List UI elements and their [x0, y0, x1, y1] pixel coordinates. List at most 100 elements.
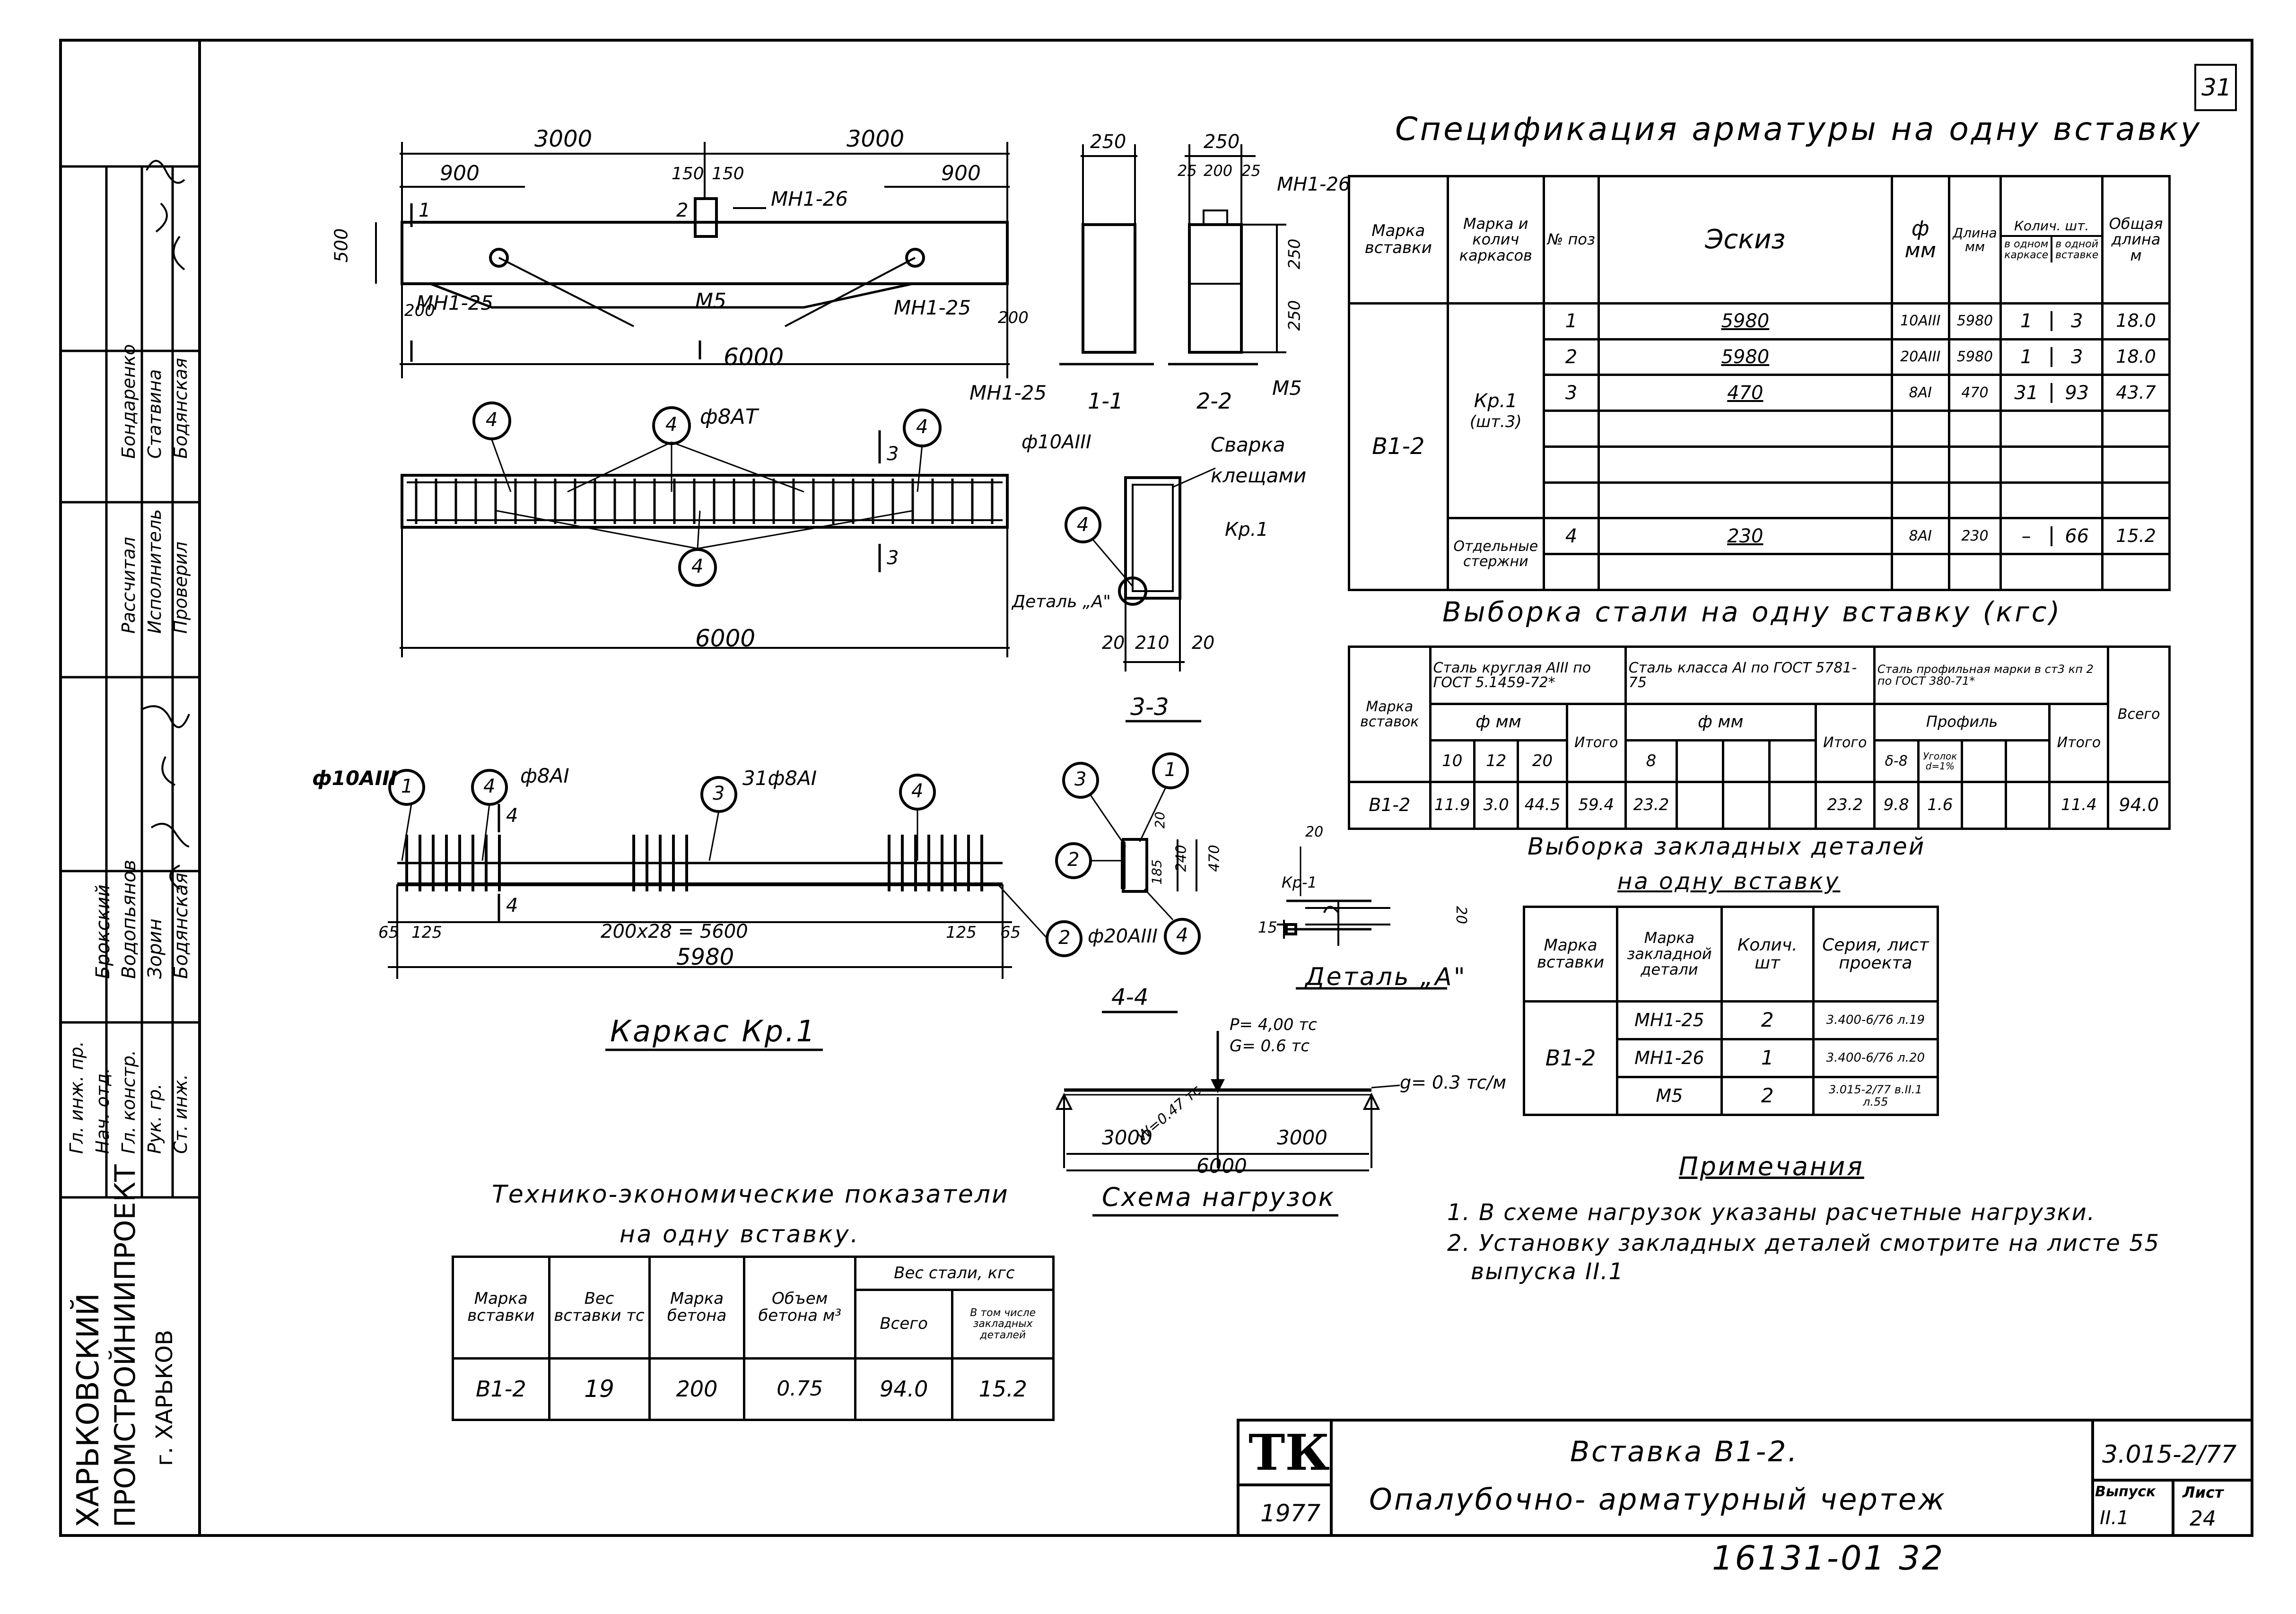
- dim-240-s44: 240: [1173, 845, 1190, 872]
- spec-pos-3: 3: [1542, 374, 1600, 412]
- title-block-dividers: [1237, 1419, 2253, 1539]
- dim-185-s44: 185: [1149, 859, 1165, 885]
- section-title-4-4: 4-4: [1111, 984, 1149, 1011]
- section-1-1: [1082, 223, 1136, 354]
- dim-200-left: 200: [404, 301, 435, 320]
- dim-20-a: 20: [1102, 632, 1125, 653]
- circle-2-kr: 2: [1058, 927, 1071, 949]
- steel-v12: 3.0: [1473, 781, 1519, 830]
- notes-title: Примечания: [1679, 1152, 1864, 1181]
- section-mark-3a: 3: [887, 443, 899, 465]
- page-number: 31: [2201, 74, 2232, 101]
- note-1: 1. В схеме нагрузок указаны расчетные на…: [1447, 1199, 2095, 1226]
- steel-pv2: 1.6: [1917, 781, 1964, 830]
- steel-v8: 23.2: [1624, 781, 1678, 830]
- emb-qty-1: 2: [1720, 1000, 1815, 1040]
- tech-title-2: на одну вставку.: [620, 1221, 860, 1248]
- title-issue: II.1: [2100, 1507, 2129, 1529]
- spec-dia-3: 8АI: [1890, 374, 1950, 412]
- tech-h-steel: Вес стали, кгс: [854, 1256, 1055, 1291]
- reinforcement-plan: [401, 474, 1009, 529]
- note-3: выпуска II.1: [1471, 1258, 1624, 1285]
- spec-h-qty-insert: в одной вставке: [2055, 238, 2099, 261]
- label-svarka: Сварка: [1211, 433, 1285, 456]
- steel-v20: 44.5: [1517, 781, 1568, 830]
- steel-title: Выборка стали на одну вставку (кгс): [1442, 596, 2062, 628]
- dim-150-a: 150: [672, 164, 704, 183]
- section-mark-4a: 4: [506, 805, 518, 827]
- dim-25b-s22: 25: [1241, 162, 1261, 180]
- spec-qf-3: 31: [2002, 383, 2053, 403]
- label-fi20a3: ф20АIII: [1088, 925, 1158, 947]
- spec-dia-4: 8АI: [1890, 517, 1950, 556]
- spec-sketch-3: 470: [1598, 374, 1893, 412]
- circle-3-kr: 3: [713, 783, 725, 804]
- title-issue-label: Выпуск: [2095, 1483, 2156, 1500]
- steel-p2: Уголок d=1%: [1917, 739, 1964, 783]
- circle-4b: 4: [665, 414, 678, 436]
- detail-a-20v: 20: [1453, 906, 1470, 925]
- steel-pv1: 9.8: [1873, 781, 1920, 830]
- dim-6000-plan: 6000: [695, 625, 756, 652]
- spec-qi-3: 93: [2065, 382, 2089, 404]
- spec-sketch-2: 5980: [1598, 338, 1893, 376]
- emb-h-ref: Серия, лист проекта: [1812, 906, 1939, 1003]
- emb-ref-1: 3.400-6/76 л.19: [1812, 1000, 1939, 1040]
- dim-25a-s22: 25: [1178, 162, 1197, 180]
- spec-qf-2: 1: [2002, 347, 2053, 367]
- dim-200-right: 200: [998, 308, 1029, 327]
- spec-total-2: 18.0: [2101, 338, 2171, 376]
- steel-d20: 20: [1517, 739, 1568, 783]
- spec-sketch-1: 5980: [1598, 302, 1893, 340]
- spec-total-1: 18.0: [2101, 302, 2171, 340]
- dim-125-b: 125: [946, 923, 977, 942]
- circle-4c: 4: [916, 416, 928, 438]
- emb-name-2: МН1-26: [1616, 1038, 1723, 1078]
- load-dim-3000-a: 3000: [1102, 1126, 1152, 1149]
- dim-200-s22: 200: [1204, 162, 1233, 180]
- spec-h-pos: № поз: [1542, 175, 1600, 305]
- label-m5-sec: М5: [1272, 376, 1302, 400]
- load-G: G= 0.6 тс: [1230, 1037, 1310, 1056]
- label-kr1-sec: Кр.1: [1225, 519, 1268, 541]
- label-mn126-top: МН1-26: [771, 187, 848, 210]
- spec-dia-1: 10АIII: [1890, 302, 1950, 340]
- circle-3-s44: 3: [1074, 768, 1087, 790]
- dim-900-right: 900: [941, 161, 981, 185]
- circle-2-s44: 2: [1067, 849, 1080, 871]
- left-strip: [59, 39, 201, 1537]
- section-title-3-3: 3-3: [1130, 693, 1169, 721]
- spec-separate: Отдельные стержни: [1446, 517, 1545, 591]
- title-logo: ТК: [1248, 1423, 1330, 1482]
- embedded-title-1: Выборка закладных деталей: [1528, 833, 1926, 860]
- tech-h-embedded: В том числе закладных деталей: [951, 1289, 1055, 1360]
- tech-embedded: 15.2: [951, 1357, 1055, 1421]
- spec-h-total: Общая длина м: [2101, 175, 2171, 305]
- dim-3000-left: 3000: [534, 126, 593, 152]
- spec-insert-mark: В1-2: [1348, 302, 1449, 592]
- lift-hole-right: [905, 248, 925, 268]
- circle-4-s44: 4: [1176, 925, 1188, 946]
- steel-it1: 59.4: [1565, 781, 1627, 830]
- dim-6000-top: 6000: [724, 343, 784, 371]
- emb-name-1: МН1-25: [1616, 1000, 1723, 1040]
- strip-rules: [59, 39, 201, 1537]
- circle-4a: 4: [486, 409, 498, 431]
- label-mn125-sec: МН1-25: [969, 381, 1047, 404]
- spec-qf-1: 1: [2002, 311, 2053, 332]
- spec-pos-1: 1: [1542, 302, 1600, 340]
- tech-h-weight: Вес вставки тс: [548, 1256, 651, 1360]
- label-mn126-sec: МН1-26: [1277, 174, 1351, 195]
- embedded-title-2: на одну вставку: [1617, 868, 1841, 895]
- spec-qf-4: –: [2002, 526, 2053, 546]
- tech-weight: 19: [548, 1357, 651, 1421]
- spec-title: Спецификация арматуры на одну вставку: [1395, 111, 2202, 148]
- emb-name-3: М5: [1616, 1076, 1723, 1116]
- circle-4-kr-b: 4: [911, 780, 924, 802]
- title-series: 3.015-2/77: [2102, 1440, 2237, 1469]
- spec-qty-4: –66: [1999, 517, 2104, 556]
- tech-title-1: Технико-экономические показатели: [492, 1180, 1009, 1209]
- label-fi10a3-kr: ф10АIII: [312, 767, 397, 790]
